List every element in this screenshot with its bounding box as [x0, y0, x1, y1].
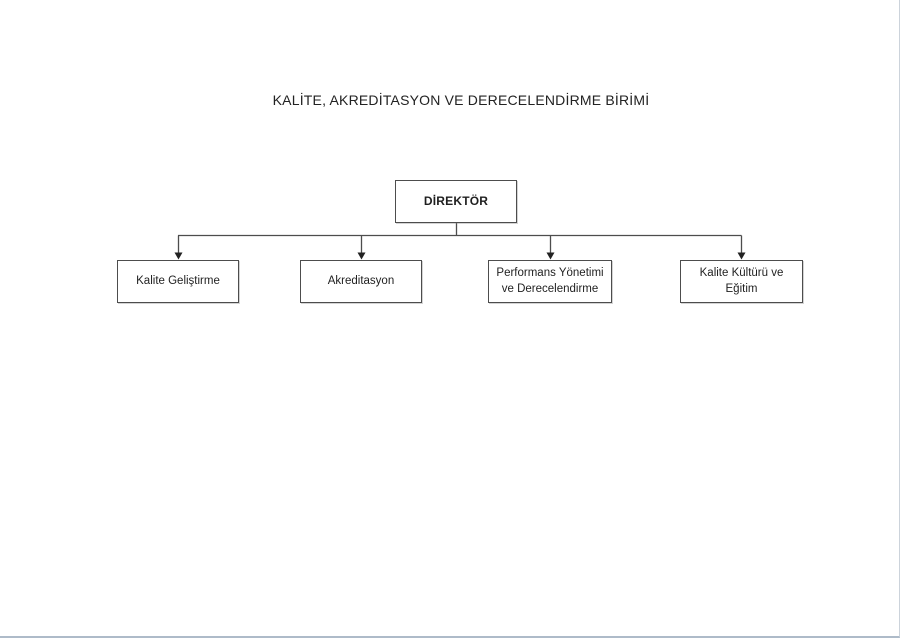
- arrowhead-down-icon: [546, 252, 555, 260]
- org-node-kalite-gelistirme: Kalite Geliştirme: [117, 260, 239, 303]
- org-node-label: Kalite Geliştirme: [136, 274, 220, 287]
- org-node-label: Performans Yönetimi ve Derecelendirme: [496, 266, 604, 295]
- org-node-label: Kalite Kültürü ve Eğitim: [699, 266, 784, 295]
- page-title: KALİTE, AKREDİTASYON VE DERECELENDİRME B…: [272, 92, 650, 108]
- arrowhead-down-icon: [357, 252, 366, 260]
- org-node-performans-yonetimi: Performans Yönetimi ve Derecelendirme: [488, 260, 612, 303]
- org-node-direktor: DİREKTÖR: [395, 180, 517, 223]
- arrowhead-down-icon: [737, 252, 746, 260]
- org-node-label: DİREKTÖR: [423, 194, 489, 209]
- org-node-kalite-kulturu-egitim: Kalite Kültürü ve Eğitim: [680, 260, 803, 303]
- org-node-akreditasyon: Akreditasyon: [300, 260, 422, 303]
- arrowhead-down-icon: [174, 252, 183, 260]
- org-node-label: Akreditasyon: [327, 274, 395, 287]
